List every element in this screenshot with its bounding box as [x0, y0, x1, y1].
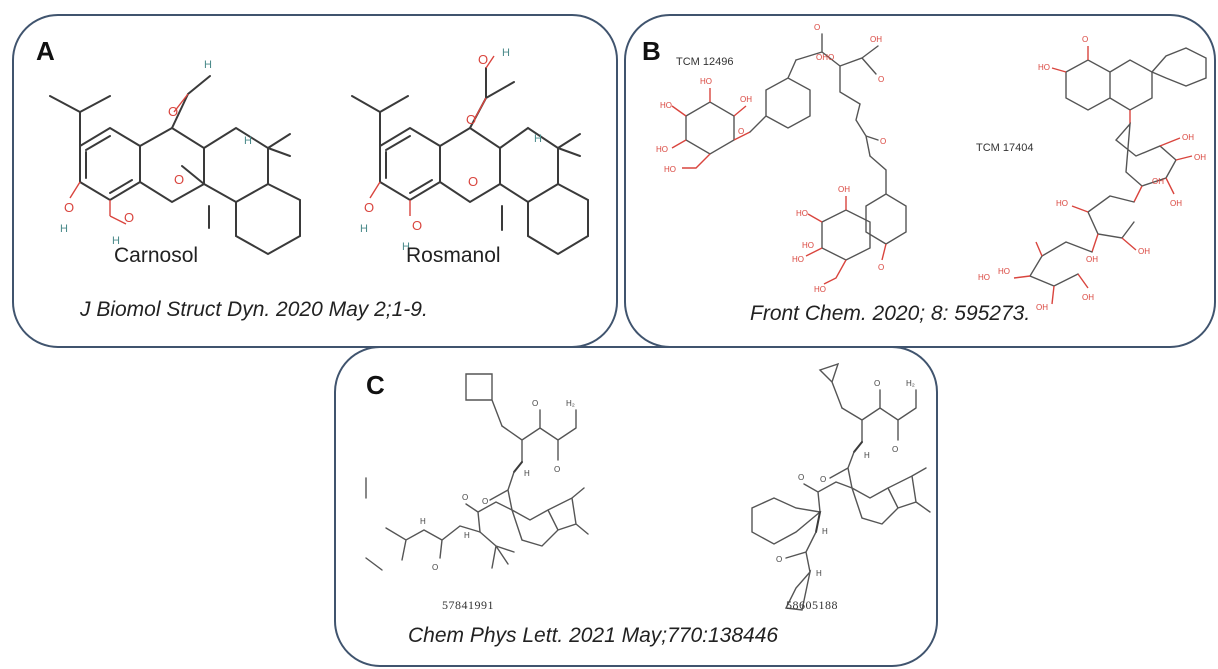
- compound-id-58605188: 58605188: [786, 598, 838, 612]
- svg-text:HO: HO: [978, 273, 990, 282]
- panel-a: A O H O H O H H O: [12, 14, 618, 348]
- svg-text:H: H: [244, 135, 252, 147]
- svg-text:H₂: H₂: [906, 379, 915, 388]
- compound-name-rosmanol: Rosmanol: [406, 244, 501, 267]
- svg-text:OH: OH: [1170, 199, 1182, 208]
- svg-text:H: H: [420, 517, 426, 526]
- compound-name-carnosol: Carnosol: [114, 244, 199, 267]
- svg-text:HO: HO: [1038, 63, 1050, 72]
- panel-label-b: B: [642, 36, 661, 66]
- svg-text:H: H: [864, 451, 870, 460]
- svg-text:O: O: [168, 104, 178, 119]
- svg-text:H: H: [534, 133, 542, 145]
- svg-text:HO: HO: [664, 165, 676, 174]
- svg-text:OH: OH: [1194, 153, 1206, 162]
- panel-b: B TCM 12496 TCM 17404 HO HO OH HO HO O O…: [624, 14, 1216, 348]
- svg-text:O: O: [878, 263, 884, 272]
- svg-text:H: H: [464, 531, 470, 540]
- svg-text:OHO: OHO: [816, 53, 834, 62]
- svg-text:H: H: [502, 47, 510, 59]
- svg-text:HO: HO: [1056, 199, 1068, 208]
- svg-text:O: O: [64, 200, 74, 215]
- svg-text:H: H: [816, 569, 822, 578]
- svg-text:H: H: [112, 235, 120, 247]
- panel-label-c: C: [366, 370, 385, 400]
- svg-text:O: O: [880, 137, 886, 146]
- svg-text:O: O: [814, 23, 820, 32]
- svg-text:O: O: [798, 473, 804, 482]
- svg-text:H: H: [60, 223, 68, 235]
- svg-text:OH: OH: [1138, 247, 1150, 256]
- svg-text:HO: HO: [802, 241, 814, 250]
- svg-text:O: O: [468, 174, 478, 189]
- svg-text:O: O: [482, 497, 488, 506]
- svg-text:HO: HO: [656, 145, 668, 154]
- tcm-12496-structure: HO HO OH HO HO O O OH OHO O O O HO OH HO…: [656, 23, 907, 294]
- svg-text:O: O: [432, 563, 438, 572]
- svg-text:OH: OH: [1036, 303, 1048, 312]
- svg-text:O: O: [478, 52, 488, 67]
- svg-text:O: O: [1082, 35, 1088, 44]
- svg-text:O: O: [820, 475, 826, 484]
- svg-text:HO: HO: [998, 267, 1010, 276]
- svg-text:HO: HO: [796, 209, 808, 218]
- svg-text:H: H: [822, 527, 828, 536]
- svg-text:OH: OH: [1152, 177, 1164, 186]
- compound-name-tcm-12496: TCM 12496: [676, 56, 734, 68]
- svg-text:O: O: [878, 75, 884, 84]
- svg-text:O: O: [554, 465, 560, 474]
- svg-text:OH: OH: [838, 185, 850, 194]
- svg-text:O: O: [776, 555, 782, 564]
- svg-text:H: H: [360, 223, 368, 235]
- svg-text:H₂: H₂: [566, 399, 575, 408]
- svg-text:OH: OH: [1182, 133, 1194, 142]
- svg-text:H: H: [204, 59, 212, 71]
- svg-text:HO: HO: [700, 77, 712, 86]
- panel-label-a: A: [36, 36, 55, 66]
- citation-a: J Biomol Struct Dyn. 2020 May 2;1-9.: [80, 298, 428, 321]
- svg-text:OH: OH: [740, 95, 752, 104]
- svg-text:O: O: [124, 210, 134, 225]
- compound-id-57841991: 57841991: [442, 598, 494, 612]
- svg-text:OH: OH: [870, 35, 882, 44]
- svg-text:O: O: [412, 218, 422, 233]
- svg-text:HO: HO: [792, 255, 804, 264]
- svg-text:O: O: [466, 112, 476, 127]
- tcm-17404-structure: HO O OH OH OH OH HO OH OH HO HO OH OH: [978, 35, 1207, 312]
- citation-c: Chem Phys Lett. 2021 May;770:138446: [408, 624, 779, 647]
- compound-name-tcm-17404: TCM 17404: [976, 142, 1034, 154]
- svg-text:O: O: [874, 379, 880, 388]
- svg-text:HO: HO: [660, 101, 672, 110]
- svg-text:OH: OH: [1082, 293, 1094, 302]
- svg-text:O: O: [364, 200, 374, 215]
- svg-text:HO: HO: [814, 285, 826, 294]
- svg-text:O: O: [738, 127, 744, 136]
- svg-text:O: O: [892, 445, 898, 454]
- svg-text:O: O: [532, 399, 538, 408]
- rosmanol-structure: O H O H O H O H O: [351, 47, 589, 256]
- svg-text:H: H: [524, 469, 530, 478]
- compound-58605188-structure: H₂ O O H O O H O H: [751, 362, 931, 611]
- compound-57841991-structure: H₂ O O H O O H O H: [365, 373, 589, 572]
- panel-c: C H₂ O O H O O H O H H₂ O O H O: [334, 346, 938, 667]
- svg-text:OH: OH: [1086, 255, 1098, 264]
- svg-text:H: H: [402, 241, 410, 253]
- citation-b: Front Chem. 2020; 8: 595273.: [750, 302, 1031, 325]
- svg-text:O: O: [462, 493, 468, 502]
- svg-text:O: O: [174, 172, 184, 187]
- carnosol-structure: O H O H O H H O: [49, 59, 301, 256]
